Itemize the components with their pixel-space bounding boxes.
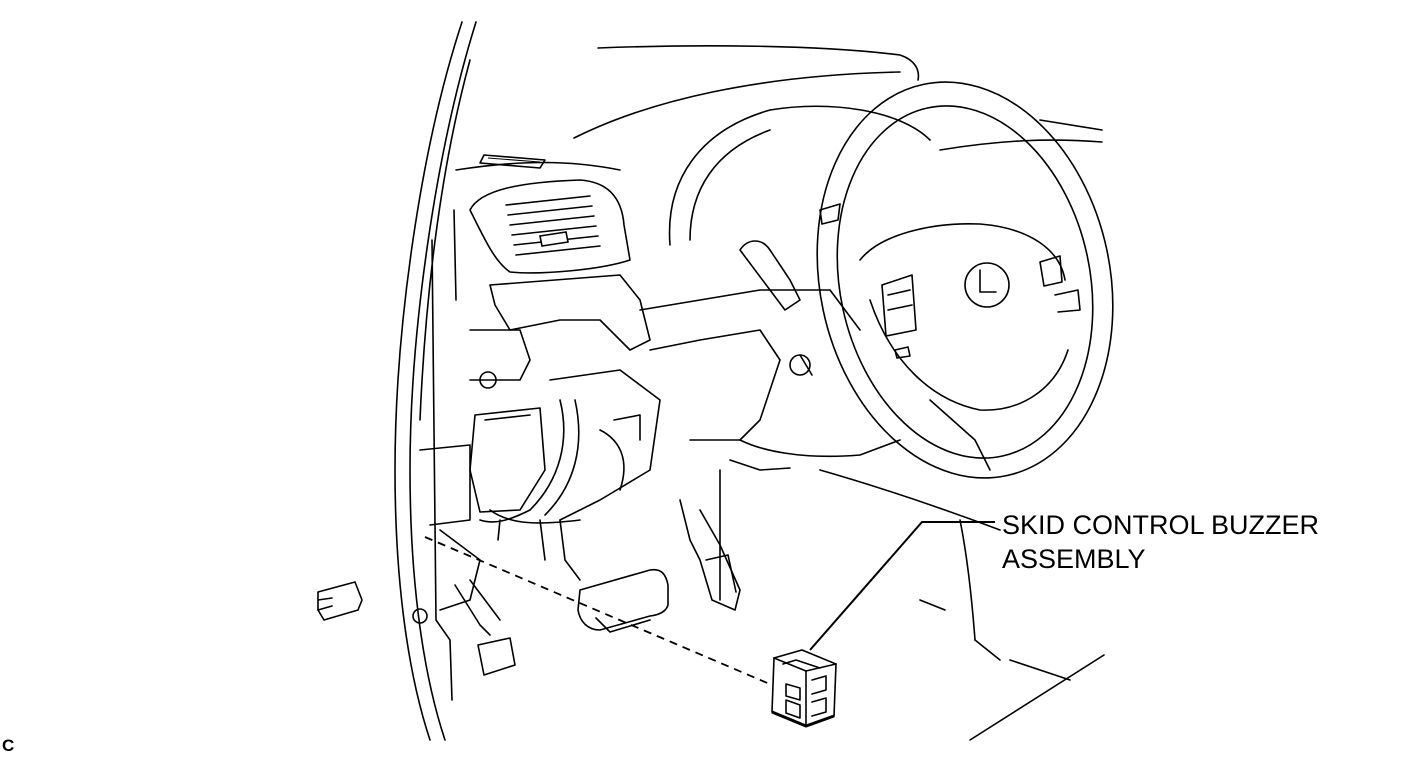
installation-guide-line — [424, 536, 773, 686]
label-line-2: ASSEMBLY — [1002, 544, 1146, 574]
air-vent — [469, 179, 631, 274]
a-pillar — [394, 21, 477, 741]
parking-pedal — [454, 579, 516, 676]
skid-control-buzzer-label: SKID CONTROL BUZZER ASSEMBLY — [1002, 508, 1319, 576]
hood-release-lever — [317, 581, 363, 621]
lower-dash-structure — [412, 209, 661, 624]
label-line-1: SKID CONTROL BUZZER — [1002, 510, 1320, 540]
skid-control-buzzer — [771, 649, 837, 728]
instrument-hood — [668, 105, 931, 246]
callout-leader-line — [809, 521, 995, 651]
steering-column — [639, 240, 901, 471]
steering-wheel — [816, 81, 1114, 479]
floor-lines — [719, 469, 1105, 741]
dashboard-top — [455, 45, 1103, 171]
figure-code: C — [2, 736, 15, 755]
brake-pedal — [577, 568, 669, 633]
accelerator-pedal — [679, 499, 741, 611]
